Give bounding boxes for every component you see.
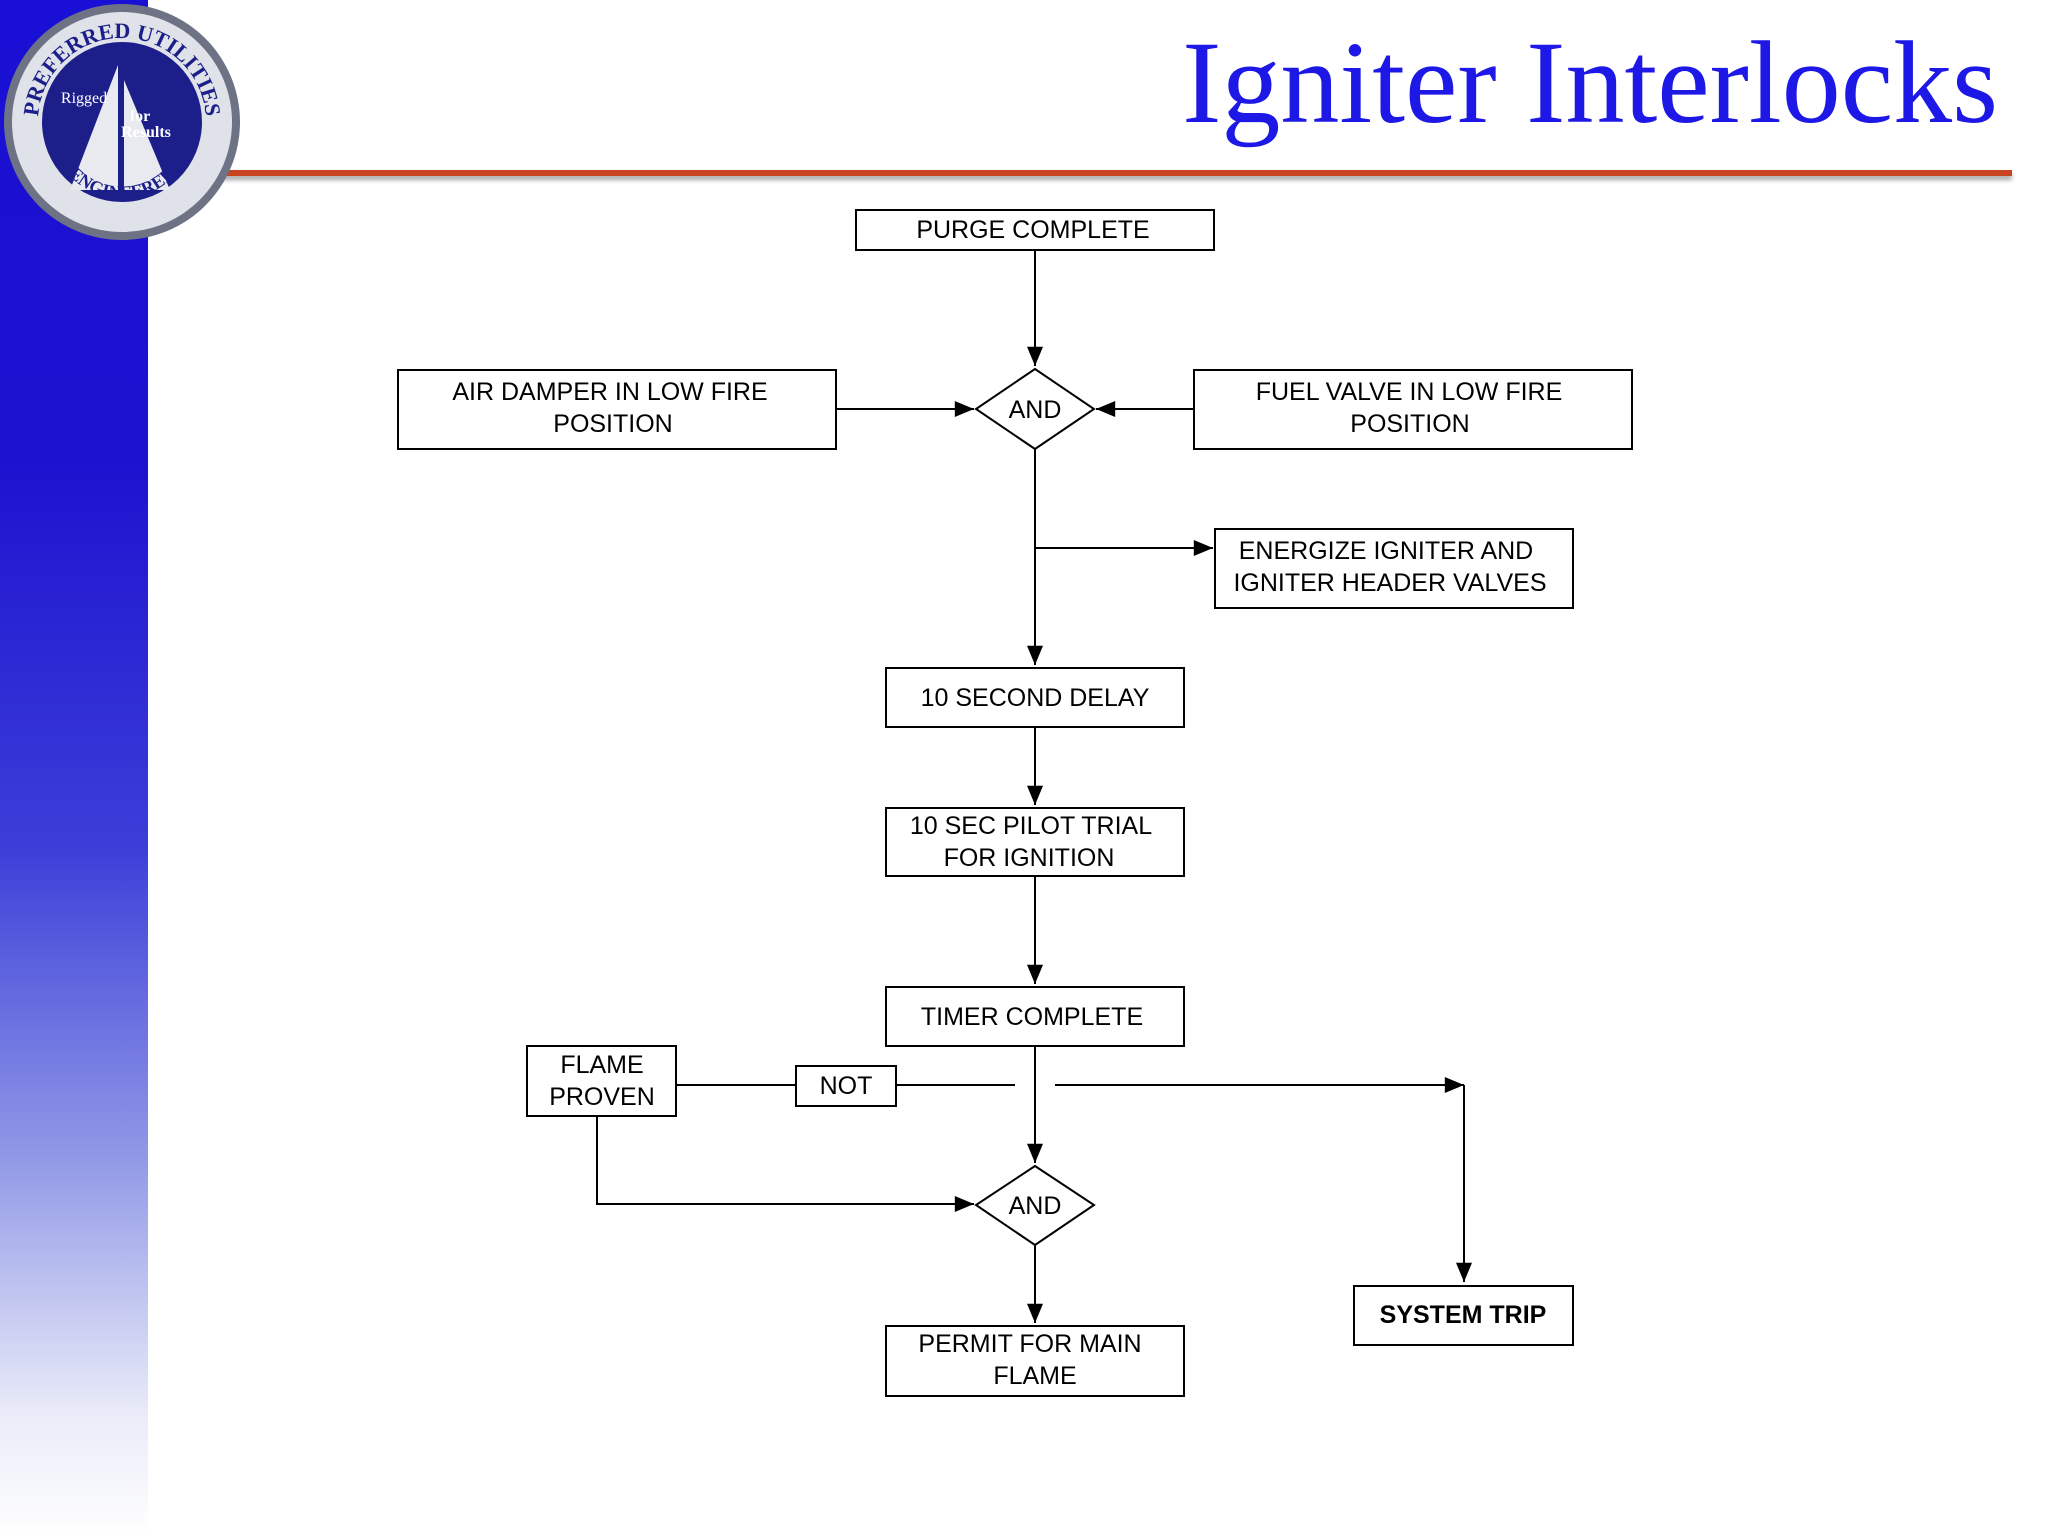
fuel-valve-label-1: FUEL VALVE IN LOW FIRE <box>1256 378 1563 406</box>
fuel-valve-label-2: POSITION <box>1350 410 1469 438</box>
delay-box <box>885 667 1185 728</box>
page-title: Igniter Interlocks <box>1182 17 1998 148</box>
system-trip-label: SYSTEM TRIP <box>1380 1301 1547 1329</box>
purge-complete-label: PURGE COMPLETE <box>916 216 1149 244</box>
permit-box <box>885 1325 1185 1397</box>
pilot-trial-label-2: FOR IGNITION <box>944 844 1115 872</box>
arrow-flame-to-and <box>596 1116 974 1212</box>
company-logo: PREFERRED UTILITIES ENGINEERED Rigged fo… <box>4 4 240 240</box>
and-gate-2 <box>974 1164 1096 1247</box>
timer-complete-label: TIMER COMPLETE <box>921 1003 1143 1031</box>
delay-label: 10 SECOND DELAY <box>921 684 1150 712</box>
flame-proven-label-1: FLAME <box>560 1051 643 1079</box>
logo-line3: Results <box>121 124 171 141</box>
pilot-trial-box <box>885 807 1185 877</box>
pilot-trial-label-1: 10 SEC PILOT TRIAL <box>910 812 1152 840</box>
fuel-valve-box <box>1193 369 1633 450</box>
system-trip-box <box>1353 1285 1574 1346</box>
permit-label-2: FLAME <box>993 1362 1076 1390</box>
air-damper-label-1: AIR DAMPER IN LOW FIRE <box>452 378 767 406</box>
permit-label-1: PERMIT FOR MAIN <box>918 1330 1141 1358</box>
not-gate-box <box>795 1065 897 1107</box>
title-rule <box>150 170 2012 176</box>
energize-box <box>1214 528 1574 609</box>
purge-complete-box <box>855 209 1215 251</box>
air-damper-label-2: POSITION <box>553 410 672 438</box>
not-gate-label: NOT <box>820 1072 873 1100</box>
energize-label-1: ENERGIZE IGNITER AND <box>1239 537 1533 565</box>
and-gate-2-label: AND <box>1009 1192 1062 1220</box>
logo-line2: for <box>130 108 150 125</box>
and-gate-1-label: AND <box>1009 396 1062 424</box>
air-damper-box <box>397 369 837 450</box>
sail-icon <box>70 65 118 190</box>
connectors <box>596 250 1472 1324</box>
flame-proven-label-2: PROVEN <box>549 1083 655 1111</box>
energize-label-2: IGNITER HEADER VALVES <box>1233 569 1546 597</box>
sidebar-gradient <box>0 0 148 1536</box>
flame-proven-box <box>526 1045 677 1117</box>
timer-complete-box <box>885 986 1185 1047</box>
and-gate-1 <box>974 367 1096 451</box>
logo-line1: Rigged <box>61 90 107 107</box>
